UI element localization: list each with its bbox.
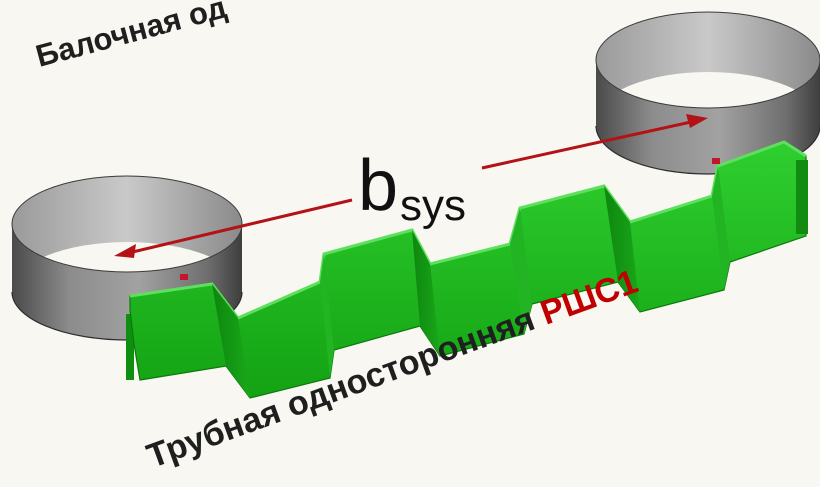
right-pipe-icon [595,11,820,175]
dimension-arrow-icon [114,114,708,258]
dimension-subscript: sys [400,181,467,230]
sheet-pile-icon [126,140,808,399]
dimension-symbol: b [358,146,399,226]
dimension-label: bsys [358,150,466,230]
